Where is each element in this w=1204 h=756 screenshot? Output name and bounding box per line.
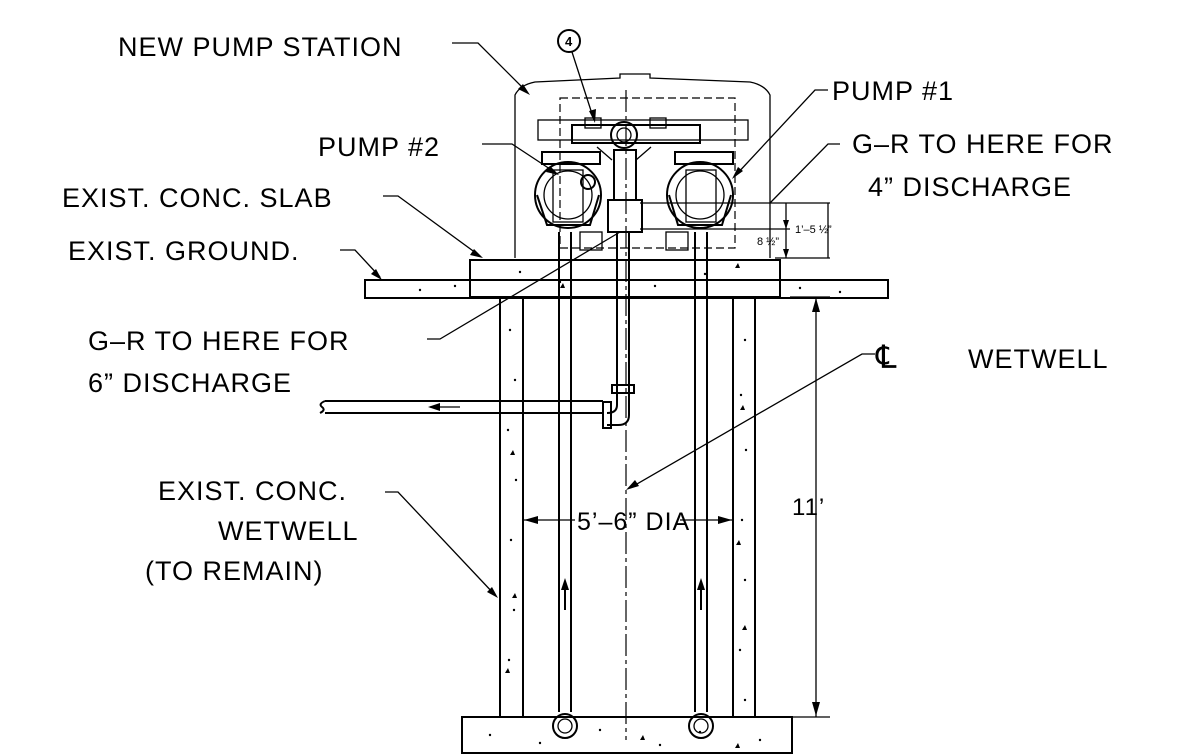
dim-1-5-text: 1’–5 ½” (795, 224, 832, 236)
label-centerline-symbol: ℄ (875, 339, 898, 375)
label-wetwell: WETWELL (968, 344, 1109, 374)
dim-8-text: 8 ½” (757, 236, 779, 248)
leader-lines (340, 42, 875, 598)
wetwell-walls (499, 296, 756, 718)
discharge-header-valves (571, 117, 701, 233)
label-gr-4-line2: 4” DISCHARGE (868, 172, 1072, 202)
pump-1 (665, 151, 734, 251)
diameter-dimension (524, 516, 732, 524)
label-new-pump-station: NEW PUMP STATION (118, 32, 403, 62)
label-pump-1: PUMP #1 (832, 76, 954, 106)
label-exist-wetwell-line2: WETWELL (218, 516, 359, 546)
wetwell-base (461, 716, 793, 754)
label-gr-6-line1: G–R TO HERE FOR (88, 326, 350, 356)
concrete-stipple (418, 263, 842, 748)
label-gr-4-line1: G–R TO HERE FOR (852, 129, 1114, 159)
label-exist-ground: EXIST. GROUND. (68, 236, 300, 266)
suction-pipe-right (688, 232, 714, 739)
callout-bubble (557, 29, 596, 123)
existing-concrete-slab (469, 259, 781, 298)
diameter-dimension-text: 5’–6” DIA (577, 508, 690, 536)
label-exist-wetwell-line3: (TO REMAIN) (145, 556, 324, 586)
label-exist-wetwell-line1: EXIST. CONC. (158, 476, 347, 506)
discharge-pipe (319, 232, 635, 429)
depth-dimension (790, 296, 830, 718)
label-pump-2: PUMP #2 (318, 132, 440, 162)
label-gr-6-line2: 6” DISCHARGE (88, 368, 292, 398)
callout-number: 4 (565, 34, 573, 49)
suction-pipe-left (552, 232, 578, 739)
label-exist-slab: EXIST. CONC. SLAB (62, 183, 333, 213)
depth-dimension-text: 11’ (792, 494, 825, 521)
pump-2 (534, 151, 603, 251)
small-dimensions (640, 202, 830, 259)
